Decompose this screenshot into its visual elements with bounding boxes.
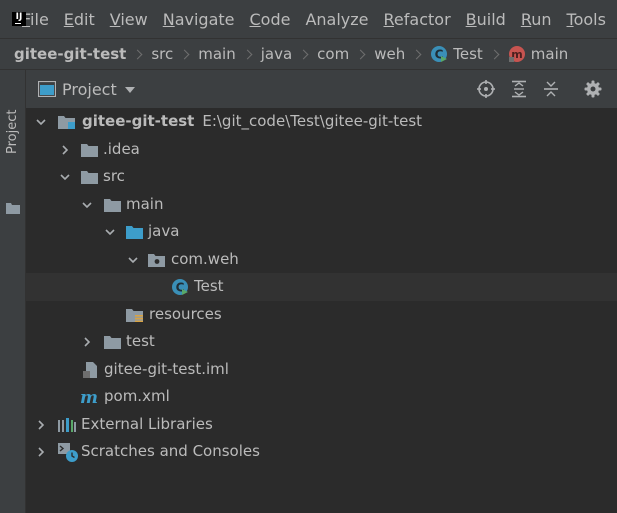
tree-node-iml[interactable]: gitee-git-test.iml — [26, 356, 617, 384]
method-icon: m — [508, 46, 525, 62]
menu-file[interactable]: File — [22, 9, 49, 29]
breadcrumb-class-label: Test — [453, 45, 483, 63]
tree-node-test-class[interactable]: C Test — [26, 273, 617, 301]
tree-node-src[interactable]: src — [26, 163, 617, 191]
menu-code[interactable]: Code — [249, 9, 291, 29]
chevron-down-icon[interactable] — [82, 200, 92, 210]
src-label: src — [103, 167, 125, 185]
menu-view[interactable]: View — [109, 9, 148, 29]
breadcrumb-separator-icon — [298, 49, 309, 59]
menu-bar: IJ File Edit View Navigate Code Analyze … — [0, 0, 617, 38]
breadcrumb-weh[interactable]: weh — [374, 45, 406, 63]
package-label: com.weh — [171, 249, 239, 268]
project-view-icon — [38, 81, 56, 97]
dropdown-arrow-icon[interactable] — [125, 87, 135, 93]
chevron-right-icon[interactable] — [82, 337, 92, 347]
menu-refactor[interactable]: Refactor — [383, 9, 451, 29]
tool-window-strip: Project — [0, 70, 26, 513]
idea-label: .idea — [103, 139, 140, 158]
breadcrumb-separator-icon — [179, 49, 190, 59]
menu-tools[interactable]: Tools — [566, 9, 606, 29]
select-opened-file-icon[interactable] — [477, 80, 495, 98]
tree-node-test[interactable]: test — [26, 328, 617, 356]
project-tool-tab-label: Project — [5, 109, 20, 154]
test-class-label: Test — [194, 277, 224, 295]
breadcrumb-separator-icon — [132, 49, 143, 59]
menu-analyze[interactable]: Analyze — [305, 9, 369, 29]
breadcrumb-method[interactable]: m main — [508, 45, 568, 63]
project-panel-header: Project — [26, 70, 617, 108]
package-icon — [148, 253, 165, 267]
tree-node-root[interactable]: gitee-git-test E:\git_code\Test\gitee-git… — [26, 108, 617, 136]
folder-icon — [81, 171, 98, 184]
java-class-icon: C — [172, 279, 188, 295]
chevron-right-icon[interactable] — [36, 447, 46, 457]
breadcrumb-com[interactable]: com — [317, 45, 350, 63]
breadcrumb-separator-icon — [489, 49, 500, 59]
resources-folder-icon — [126, 308, 143, 322]
test-label: test — [126, 332, 155, 350]
root-path: E:\git_code\Test\gitee-git-test — [202, 112, 423, 130]
menu-edit[interactable]: Edit — [63, 9, 95, 29]
java-class-icon: C — [431, 46, 448, 62]
menu-navigate[interactable]: Navigate — [162, 9, 235, 29]
tree-node-pom[interactable]: m pom.xml — [26, 383, 617, 411]
folder-icon — [104, 198, 121, 212]
iml-label: gitee-git-test.iml — [104, 359, 229, 378]
project-tree: gitee-git-test E:\git_code\Test\gitee-git… — [26, 108, 617, 466]
svg-text:m: m — [80, 389, 98, 405]
project-view-selector[interactable]: Project — [62, 80, 117, 99]
breadcrumb-main[interactable]: main — [198, 45, 236, 63]
tree-node-scratches[interactable]: Scratches and Consoles — [26, 438, 617, 466]
scratches-icon — [58, 443, 78, 462]
chevron-right-icon[interactable] — [36, 419, 46, 430]
tree-node-java[interactable]: java — [26, 218, 617, 246]
module-folder-icon — [58, 116, 75, 129]
breadcrumb-java[interactable]: java — [260, 45, 293, 63]
svg-text:C: C — [435, 48, 444, 62]
resources-label: resources — [149, 304, 222, 323]
breadcrumb-class[interactable]: C Test — [430, 45, 483, 63]
tree-node-external-libraries[interactable]: External Libraries — [26, 411, 617, 439]
breadcrumb-src[interactable]: src — [151, 45, 174, 63]
expand-all-icon[interactable] — [510, 80, 528, 98]
root-label: gitee-git-test E:\git_code\Test\gitee-git… — [82, 112, 422, 130]
folder-icon — [81, 143, 98, 157]
scratches-label: Scratches and Consoles — [81, 442, 260, 460]
chevron-down-icon[interactable] — [105, 227, 115, 237]
breadcrumb-project[interactable]: gitee-git-test — [14, 45, 127, 63]
menu-build[interactable]: Build — [465, 9, 506, 29]
folder-icon — [104, 336, 121, 349]
folder-icon — [6, 203, 20, 214]
breadcrumb-method-label: main — [530, 45, 569, 63]
chevron-down-icon[interactable] — [36, 117, 46, 127]
breadcrumb-separator-icon — [242, 49, 253, 59]
breadcrumb-separator-icon — [411, 49, 422, 59]
external-libraries-label: External Libraries — [81, 414, 213, 433]
gear-icon[interactable] — [584, 80, 602, 98]
menu-run[interactable]: Run — [520, 9, 552, 29]
navigation-bar: gitee-git-test src main java com weh C T… — [0, 38, 617, 70]
maven-icon: m — [80, 389, 98, 405]
pom-label: pom.xml — [104, 387, 170, 405]
tree-node-package[interactable]: com.weh — [26, 246, 617, 274]
svg-text:C: C — [176, 281, 185, 295]
chevron-right-icon[interactable] — [60, 144, 70, 155]
tree-node-resources[interactable]: resources — [26, 301, 617, 329]
collapse-all-icon[interactable] — [542, 80, 560, 98]
main-label: main — [126, 194, 164, 213]
svg-text:m: m — [511, 48, 522, 61]
java-label: java — [148, 222, 180, 240]
breadcrumb-separator-icon — [355, 49, 366, 59]
tree-node-idea[interactable]: .idea — [26, 136, 617, 164]
source-folder-icon — [126, 226, 143, 239]
module-file-icon — [83, 361, 97, 378]
tree-node-main[interactable]: main — [26, 191, 617, 219]
chevron-down-icon[interactable] — [60, 172, 70, 182]
library-icon — [58, 417, 76, 432]
root-name: gitee-git-test — [82, 112, 195, 130]
chevron-down-icon[interactable] — [128, 255, 138, 265]
